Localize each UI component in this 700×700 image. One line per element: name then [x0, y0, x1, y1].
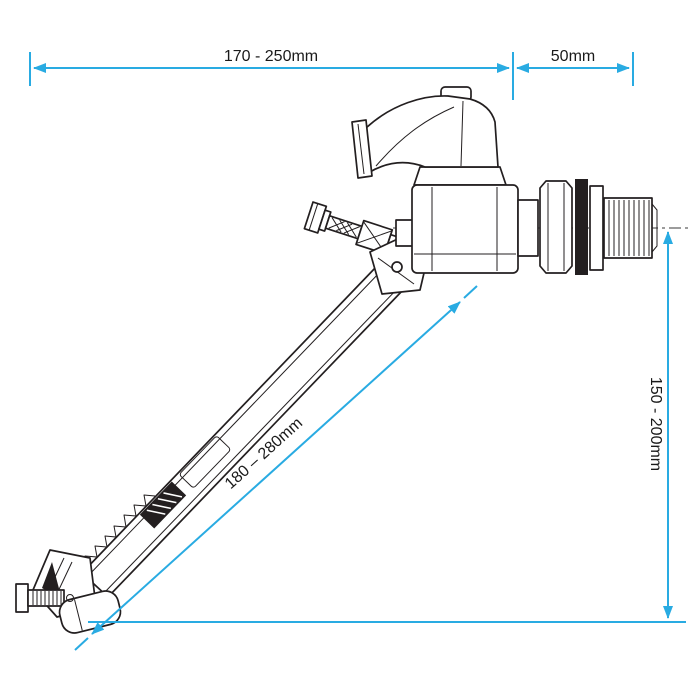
outlet-flange	[351, 119, 373, 179]
rubber-washer	[575, 179, 588, 275]
dim-overall-width: 170 - 250mm	[29, 48, 514, 100]
dimension-label-overall-height: 150 - 200mm	[647, 377, 664, 471]
dimension-label-overall-width: 170 - 250mm	[224, 48, 318, 65]
clamp-pivot-hole	[66, 594, 74, 602]
pivot-hole	[391, 261, 403, 273]
float-arm	[81, 265, 404, 598]
threaded-inlet	[603, 197, 653, 259]
clamp-bolt-head	[15, 583, 29, 613]
dim-tail-length: 50mm	[516, 48, 634, 86]
dimension-label-tail-length: 50mm	[551, 48, 595, 65]
flat-washer	[589, 185, 604, 271]
backnut	[539, 180, 573, 274]
valve-body	[395, 166, 519, 274]
dim-arm-length: 180 – 280mm	[74, 285, 478, 651]
outlet-elbow	[351, 86, 499, 179]
inlet-tail	[517, 179, 658, 275]
